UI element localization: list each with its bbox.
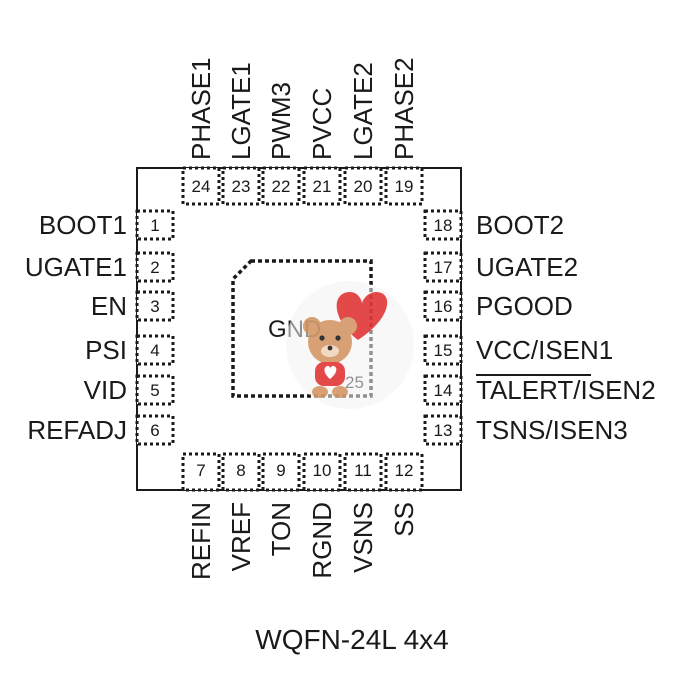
pin-number-23: 23 — [232, 177, 251, 196]
pin-label-23: LGATE1 — [226, 62, 256, 160]
pin-number-17: 17 — [434, 258, 453, 277]
pin-pad-6 — [135, 414, 175, 446]
pin-number-2: 2 — [150, 258, 159, 277]
exposed-pad-outline — [231, 259, 373, 398]
pin-number-22: 22 — [272, 177, 291, 196]
pin-pad-23 — [221, 166, 261, 206]
pin-label-21: PVCC — [307, 88, 337, 160]
pin-number-12: 12 — [395, 461, 414, 480]
pin-label-13: TSNS/ISEN3 — [476, 415, 628, 445]
pin-label-1: BOOT1 — [39, 210, 127, 240]
pin-label-20: LGATE2 — [348, 62, 378, 160]
pin-label-8: VREF — [226, 502, 256, 571]
pin-pad-17 — [423, 251, 463, 283]
pin-number-21: 21 — [313, 177, 332, 196]
pin-label-19: PHASE2 — [389, 57, 419, 160]
pin-label-3: EN — [91, 291, 127, 321]
pin-pad-11 — [343, 452, 383, 492]
pin-label-4: PSI — [85, 335, 127, 365]
pin-pad-10 — [302, 452, 342, 492]
pin-number-1: 1 — [150, 216, 159, 235]
pin-number-6: 6 — [150, 421, 159, 440]
pin-number-20: 20 — [354, 177, 373, 196]
pin-pad-1 — [135, 209, 175, 241]
pin-number-16: 16 — [434, 297, 453, 316]
pin-number-19: 19 — [395, 177, 414, 196]
pin-label-5: VID — [84, 375, 127, 405]
pin-label-7: REFIN — [186, 502, 216, 580]
pin-number-8: 8 — [236, 461, 245, 480]
pin-label-11: VSNS — [348, 502, 378, 573]
pin-label-6: REFADJ — [27, 415, 127, 445]
teddy-bear-with-heart-balloon-icon — [286, 281, 414, 409]
pin-pad-16 — [423, 290, 463, 322]
pin-pad-3 — [135, 290, 175, 322]
pin-number-14: 14 — [434, 381, 453, 400]
pin-pad-9 — [261, 452, 301, 492]
package-name: WQFN-24L 4x4 — [255, 624, 448, 655]
pin-label-2: UGATE1 — [25, 252, 127, 282]
pin-number-13: 13 — [434, 421, 453, 440]
pin-pad-13 — [423, 414, 463, 446]
pins-layer: 1 BOOT1 2 UGATE1 3 EN 4 PSI 5 VID 6 REFADJ 13 TSNS/IS… — [25, 57, 656, 580]
pin-pad-7 — [181, 452, 221, 492]
pin-number-24: 24 — [192, 177, 211, 196]
pin-pad-2 — [135, 251, 175, 283]
pin-label-17: UGATE2 — [476, 252, 578, 282]
pin-label-12: SS — [389, 502, 419, 537]
pin-label-9: TON — [266, 502, 296, 556]
pin-label-16: PGOOD — [476, 291, 573, 321]
pin-pad-18 — [423, 209, 463, 241]
pin-pad-15 — [423, 334, 463, 366]
pin-label-10: RGND — [307, 502, 337, 579]
pin-pad-21 — [302, 166, 342, 206]
pin-number-15: 15 — [434, 341, 453, 360]
pin-label-18: BOOT2 — [476, 210, 564, 240]
pin-number-7: 7 — [196, 461, 205, 480]
pin-pad-12 — [384, 452, 424, 492]
pin-pad-14 — [423, 374, 463, 406]
pin-number-9: 9 — [276, 461, 285, 480]
pin-pad-22 — [261, 166, 301, 206]
pin-pad-19 — [384, 166, 424, 206]
pin-label-22: PWM3 — [266, 82, 296, 160]
pin-pad-4 — [135, 334, 175, 366]
pin-pad-24 — [181, 166, 221, 206]
pin-label-24: PHASE1 — [186, 57, 216, 160]
pin-number-18: 18 — [434, 216, 453, 235]
pin-pad-5 — [135, 374, 175, 406]
pin-label-14: TALERT/ISEN2 — [476, 375, 656, 405]
pin-number-3: 3 — [150, 297, 159, 316]
pin-pad-20 — [343, 166, 383, 206]
pin-number-4: 4 — [150, 341, 159, 360]
pin-number-11: 11 — [354, 461, 372, 480]
pin-number-10: 10 — [313, 461, 332, 480]
pin-pad-8 — [221, 452, 261, 492]
pin-label-15: VCC/ISEN1 — [476, 335, 613, 365]
pin-number-5: 5 — [150, 381, 159, 400]
